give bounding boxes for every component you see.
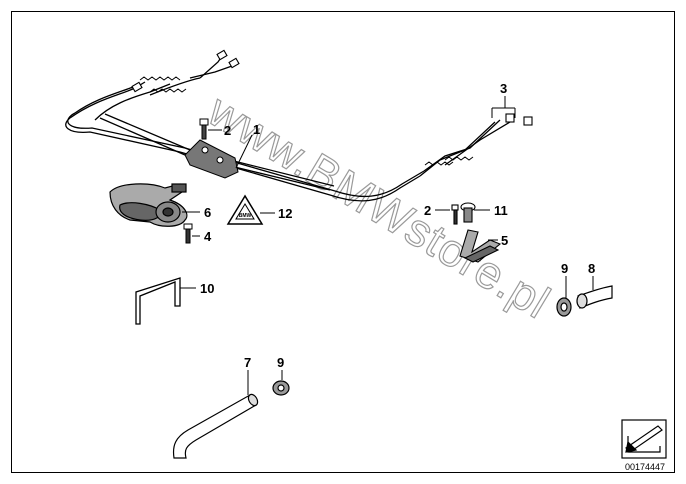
screw-drawing — [183, 223, 193, 244]
callout-2-lower: 2 — [424, 203, 431, 218]
callout-12: 12 — [278, 206, 292, 221]
motor-drawing — [109, 183, 188, 227]
svg-text:BMW: BMW — [239, 213, 252, 219]
cable-springs-drawing — [139, 76, 474, 166]
callout-10: 10 — [200, 281, 214, 296]
cable-ends-drawing — [131, 49, 533, 126]
arrow-icon — [625, 425, 663, 453]
callout-5: 5 — [501, 233, 508, 248]
warning-label-drawing: BMW — [226, 194, 264, 225]
bracket-drawing — [451, 202, 502, 263]
reference-box — [621, 419, 667, 459]
diagram-frame — [11, 11, 675, 473]
callout-3: 3 — [500, 81, 507, 96]
reference-number: 00174447 — [625, 462, 665, 472]
hose-drawing-right — [556, 285, 613, 317]
callout-2-upper: 2 — [224, 123, 231, 138]
cable-clamp-drawing — [184, 139, 239, 179]
hose-drawing-bottom — [172, 380, 290, 459]
callout-7: 7 — [244, 355, 251, 370]
callout-9-bottom: 9 — [277, 355, 284, 370]
callout-6: 6 — [204, 205, 211, 220]
leader-lines — [180, 96, 594, 395]
callout-8: 8 — [588, 261, 595, 276]
callout-11: 11 — [494, 203, 508, 218]
hex-key-drawing — [135, 277, 181, 325]
callout-1: 1 — [253, 122, 260, 137]
callout-9-right: 9 — [561, 261, 568, 276]
callout-4: 4 — [204, 229, 212, 244]
bolt-drawing-upper — [199, 118, 209, 140]
